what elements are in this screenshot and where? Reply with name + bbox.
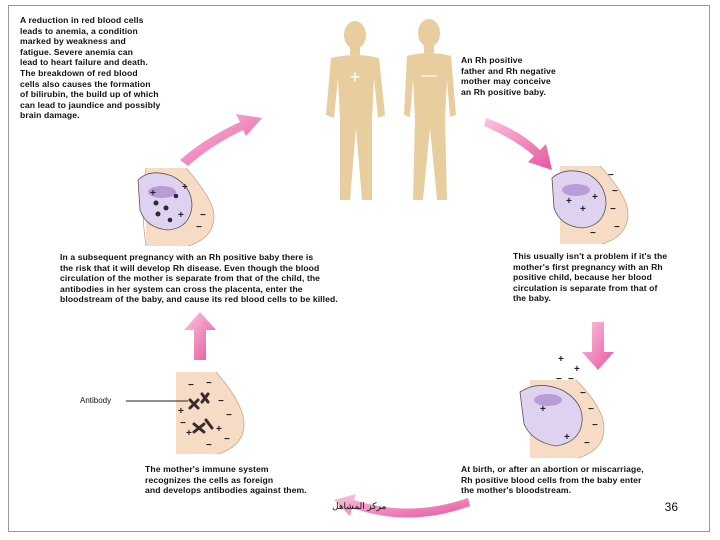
svg-text:+: + [564,432,570,443]
svg-text:−: − [200,210,206,221]
caption-parents: An Rh positive father and Rh negative mo… [461,55,556,97]
svg-text:+: + [216,424,222,435]
father-silhouette [326,21,385,200]
svg-text:−: − [188,380,194,391]
svg-text:−: − [180,418,186,429]
arrow-right-down [582,322,614,370]
caption-birth: At birth, or after an abortion or miscar… [461,464,644,496]
svg-text:−: − [224,434,230,445]
caption-subsequent-pregnancy: In a subsequent pregnancy with an Rh pos… [60,252,338,305]
svg-text:−: − [612,186,618,197]
svg-text:−: − [584,438,590,449]
svg-text:+: + [178,406,184,417]
slide-frame [8,5,710,532]
caption-first-pregnancy: This usually isn't a problem if it's the… [513,251,668,304]
birth-illustration: ++− −++ −−− − [519,354,605,459]
svg-text:+: + [186,428,192,439]
pregnancy-illustration-subsequent: + + + −− [137,167,215,247]
svg-text:−: − [206,378,212,389]
arrow-top-right [484,118,552,170]
svg-text:−: − [592,420,598,431]
caption-immune-system: The mother's immune system recognizes th… [145,464,307,496]
svg-text:−: − [614,222,620,233]
svg-text:−: − [218,396,224,407]
antibody-shapes [188,392,214,434]
svg-text:−: − [556,374,562,385]
svg-text:−: − [196,222,202,233]
mother-silhouette [404,19,456,200]
svg-text:−: − [608,170,614,181]
svg-text:+: + [558,354,564,365]
svg-text:+: + [182,182,188,193]
svg-text:−: − [206,440,212,451]
father-rh-sign: + [350,67,361,87]
svg-text:+: + [580,204,586,215]
svg-text:−: − [590,228,596,239]
svg-text:−: − [610,204,616,215]
footer-arabic-text: مركز المشاهل [332,501,387,511]
svg-text:+: + [178,210,184,221]
svg-text:−: − [580,388,586,399]
caption-anemia: A reduction in red blood cells leads to … [20,15,161,121]
svg-text:+: + [574,364,580,375]
immune-response-illustration: +++ −−− −−− − [126,371,245,455]
svg-text:+: + [540,404,546,415]
page-number: 36 [664,500,678,514]
svg-text:−: − [588,404,594,415]
antibody-label: Antibody [80,396,112,405]
svg-text:−: − [226,410,232,421]
arrow-top-left [180,114,262,166]
svg-text:+: + [566,196,572,207]
svg-text:+: + [592,192,598,203]
pregnancy-illustration-first: + + + − − − − − [551,165,629,245]
svg-text:+: + [150,188,156,199]
svg-text:−: − [568,374,574,385]
mother-rh-sign: — [421,67,437,84]
arrow-bottom [334,494,470,518]
arrow-left-up [184,312,216,360]
